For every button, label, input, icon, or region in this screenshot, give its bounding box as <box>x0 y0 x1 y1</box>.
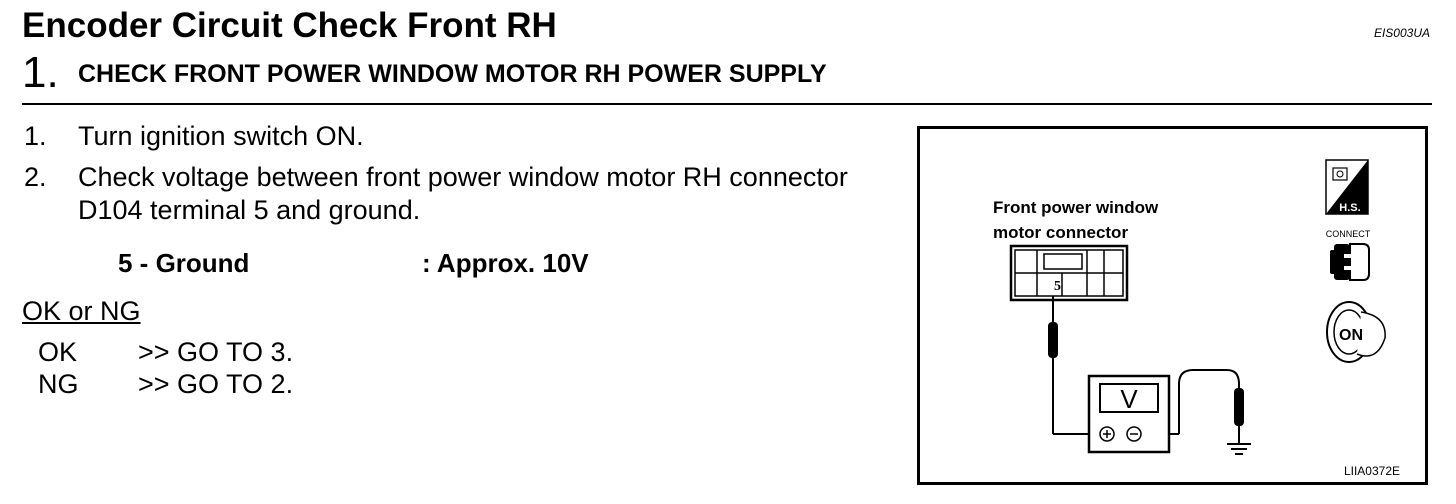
diagram-frame <box>917 126 1428 485</box>
result-ng-status: NG <box>38 369 79 399</box>
instruction-2-text-continued: D104 terminal 5 and ground. <box>78 195 421 225</box>
spec-label: 5 - Ground <box>118 248 250 278</box>
spec-value: : Approx. 10V <box>422 248 589 278</box>
hs-icon <box>1325 159 1369 215</box>
page-title: Encoder Circuit Check Front RH <box>22 6 557 45</box>
hs-label: H.S. <box>1339 202 1360 214</box>
connector-label-line2: motor connector <box>993 223 1129 242</box>
instruction-1-text: Turn ignition switch ON. <box>78 121 364 151</box>
voltmeter-symbol: V <box>1120 384 1138 414</box>
header-divider <box>22 103 1432 105</box>
connector-terminal-number: 5 <box>1054 279 1061 294</box>
connect-label: CONNECT <box>1326 229 1371 239</box>
instruction-1-number: 1. <box>24 121 47 151</box>
step-title: CHECK FRONT POWER WINDOW MOTOR RH POWER … <box>78 60 827 88</box>
instruction-2-number: 2. <box>24 162 47 192</box>
ignition-on-label: ON <box>1339 327 1363 344</box>
voltmeter-icon <box>1087 374 1171 454</box>
probe-negative <box>1169 369 1244 444</box>
result-ok-action: >> GO TO 3. <box>138 337 294 367</box>
connect-icon <box>1330 243 1370 281</box>
probe-positive <box>1048 296 1089 435</box>
ignition-on-icon <box>1326 301 1386 363</box>
wiring-diagram: 5 V H.S. CONNECT <box>1009 159 1400 478</box>
figure-code: LIIA0372E <box>1344 464 1400 478</box>
result-ok-status: OK <box>38 337 78 367</box>
step-number: 1. <box>22 48 59 97</box>
instruction-2-text: Check voltage between front power window… <box>78 162 848 192</box>
connector-label-line1: Front power window <box>993 198 1159 217</box>
result-ng-action: >> GO TO 2. <box>138 369 294 399</box>
document-code: EIS003UA <box>1373 26 1430 40</box>
ground-icon <box>1227 443 1251 455</box>
result-heading: OK or NG <box>22 296 141 326</box>
connector-icon <box>1009 244 1129 302</box>
